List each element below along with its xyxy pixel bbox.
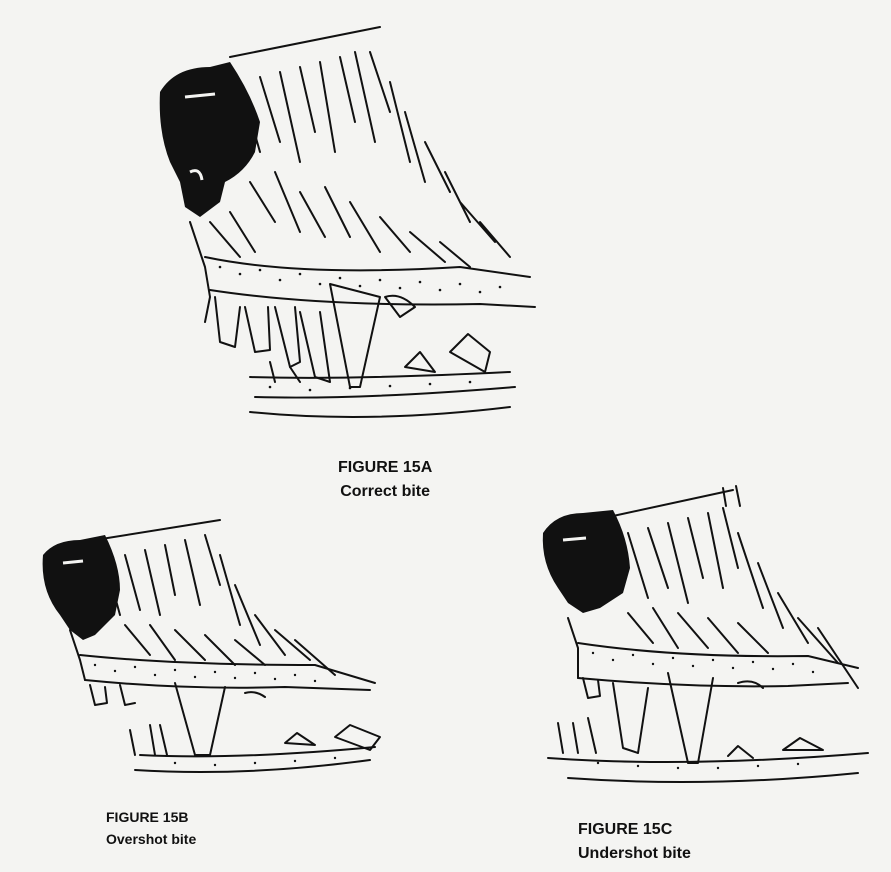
figure-15a-caption: FIGURE 15A Correct bite (338, 456, 432, 504)
figure-15c-subtitle: Undershot bite (578, 842, 691, 866)
figure-15b-subtitle: Overshot bite (106, 828, 196, 850)
dog-muzzle-undershot-bite-illustration (538, 478, 873, 796)
figure-15b-caption: FIGURE 15B Overshot bite (106, 806, 196, 850)
dog-muzzle-correct-bite-illustration (150, 22, 535, 427)
figure-15a-title: FIGURE 15A (338, 456, 432, 480)
figure-15c-caption: FIGURE 15C Undershot bite (578, 818, 691, 866)
figure-15c-title: FIGURE 15C (578, 818, 691, 842)
figure-15a-subtitle: Correct bite (338, 480, 432, 504)
dog-muzzle-overshot-bite-illustration (35, 515, 387, 790)
figure-15b-title: FIGURE 15B (106, 806, 196, 828)
